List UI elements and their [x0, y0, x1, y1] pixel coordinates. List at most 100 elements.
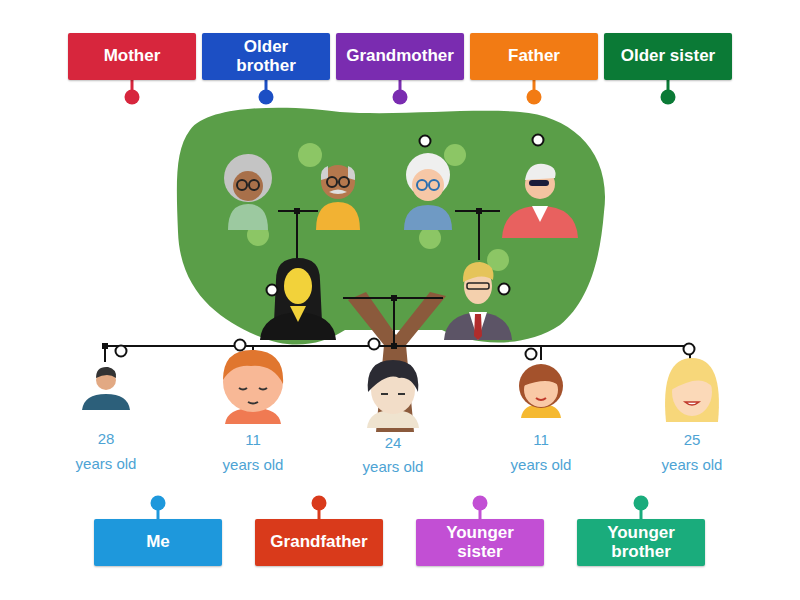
- age-text: 28: [98, 431, 115, 446]
- grandmother-figure: [404, 153, 452, 230]
- face: [284, 268, 312, 304]
- label-box: Younger brother: [577, 519, 705, 566]
- father-figure: [444, 262, 512, 340]
- face: [321, 165, 355, 199]
- hair: [368, 360, 419, 392]
- grandfather-figure: [316, 165, 360, 230]
- pin-head: [473, 496, 488, 511]
- family-line: [393, 298, 395, 346]
- me-figure: [82, 367, 130, 410]
- hair: [274, 258, 322, 322]
- glasses: [417, 180, 427, 190]
- drop-target: [533, 135, 544, 146]
- age-text: years old: [76, 456, 137, 471]
- label-text: Grandfather: [270, 533, 367, 552]
- glasses: [467, 283, 489, 289]
- label-pin: [151, 496, 166, 520]
- label-pin: [125, 80, 140, 105]
- age-text: 24: [385, 435, 402, 450]
- junction-dot: [476, 208, 482, 214]
- glasses: [237, 180, 247, 190]
- junction-dot: [294, 208, 300, 214]
- age-text: years old: [363, 459, 424, 474]
- pin-head: [312, 496, 327, 511]
- age-text: years old: [662, 457, 723, 472]
- leaf-bubble: [298, 143, 322, 167]
- tree-trunk: [348, 292, 446, 432]
- drop-target: [116, 346, 127, 357]
- label-text: Me: [146, 533, 170, 552]
- label-text: Younger sister: [430, 524, 530, 561]
- leaf-bubble: [419, 227, 441, 249]
- junction-dot: [102, 343, 108, 349]
- glasses: [339, 177, 349, 187]
- pin-head: [393, 90, 408, 105]
- older-brother-figure: [367, 360, 419, 428]
- label-box: Me: [94, 519, 222, 566]
- label-pins: [125, 80, 676, 519]
- drop-target: [267, 285, 278, 296]
- sunglasses: [529, 180, 549, 186]
- label-box: Younger sister: [416, 519, 544, 566]
- grandfather-figure: [502, 164, 578, 238]
- collar: [532, 206, 548, 222]
- junction-dot: [391, 295, 397, 301]
- drop-target: [369, 339, 380, 350]
- pin-head: [527, 90, 542, 105]
- drop-target: [499, 284, 510, 295]
- label-pin: [661, 80, 676, 105]
- hair: [665, 358, 719, 422]
- label-text: Younger brother: [591, 524, 691, 561]
- face: [233, 171, 263, 201]
- drop-target: [526, 349, 537, 360]
- family-line: [105, 345, 690, 347]
- mouth: [685, 402, 699, 405]
- label-text: Older brother: [220, 38, 312, 75]
- glasses: [327, 177, 337, 187]
- leaf-bubble: [444, 144, 466, 166]
- body: [228, 204, 268, 230]
- age-text: years old: [223, 457, 284, 472]
- family-lines: [105, 211, 690, 362]
- label-box: Mother: [68, 33, 196, 80]
- label-pin: [527, 80, 542, 105]
- eyes: [381, 393, 405, 395]
- drop-target: [420, 136, 431, 147]
- family-line: [478, 211, 480, 260]
- hair: [223, 350, 283, 384]
- moustache: [329, 190, 347, 195]
- drop-targets: [116, 135, 695, 360]
- age-text: 11: [245, 432, 261, 447]
- older-sister-figure: [665, 358, 719, 422]
- body: [82, 394, 130, 410]
- mother-figure: [260, 258, 336, 340]
- pin-head: [259, 90, 274, 105]
- younger-brother-figure: [223, 350, 283, 424]
- body: [404, 205, 452, 230]
- label-text: Grandmother: [346, 47, 454, 66]
- body: [316, 202, 360, 230]
- hair: [519, 364, 563, 408]
- junction-dot: [391, 343, 397, 349]
- mouth: [536, 398, 546, 400]
- label-pin: [259, 80, 274, 105]
- hair: [463, 262, 494, 282]
- label-pin: [312, 496, 327, 520]
- label-pin: [634, 496, 649, 520]
- family-line: [296, 211, 298, 262]
- body: [502, 206, 578, 238]
- tie: [474, 314, 482, 340]
- grandmother-figure: [224, 154, 272, 230]
- pin-head: [634, 496, 649, 511]
- hair: [525, 164, 556, 180]
- younger-sister-figure: [519, 364, 563, 418]
- age-text: years old: [511, 457, 572, 472]
- hair: [321, 166, 355, 180]
- label-box: Father: [470, 33, 598, 80]
- label-box: Grandfather: [255, 519, 383, 566]
- label-pin: [473, 496, 488, 520]
- neck: [290, 306, 306, 322]
- hair-fringe: [523, 368, 559, 386]
